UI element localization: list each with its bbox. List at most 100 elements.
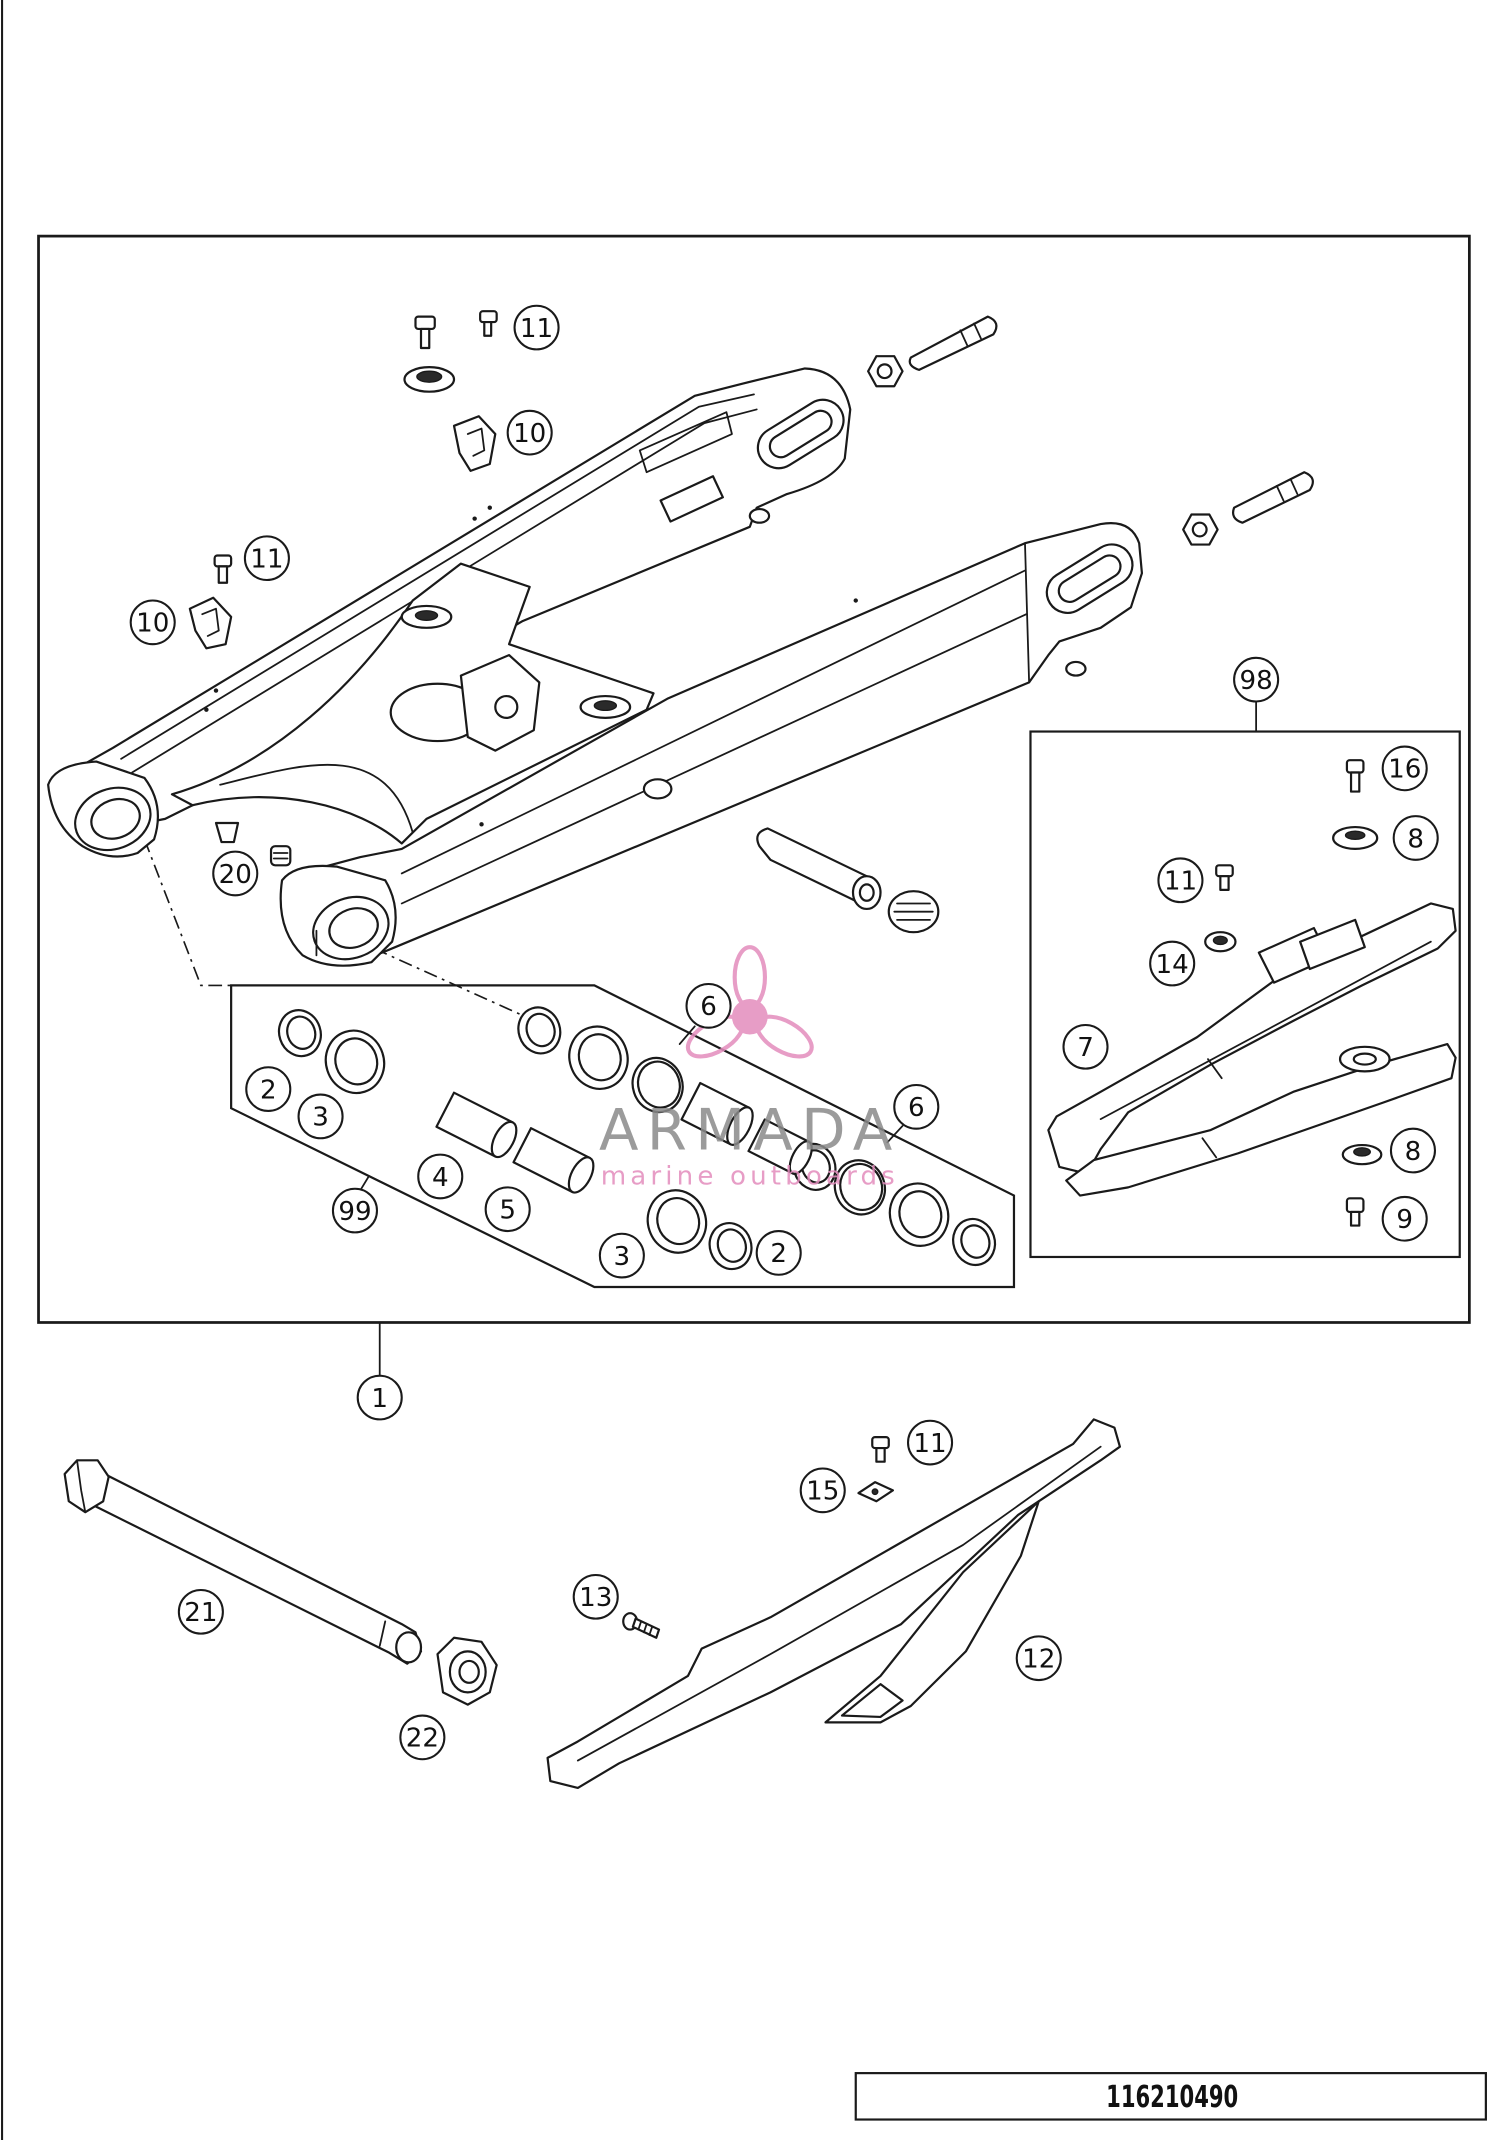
propeller-logo-icon <box>685 945 814 1059</box>
swingarm-label-plate <box>659 475 724 523</box>
callout-16: 16 <box>1381 745 1428 792</box>
callout-15: 15 <box>799 1467 846 1514</box>
callout-label: 5 <box>499 1196 516 1226</box>
adjuster-nut-far <box>867 355 904 388</box>
pivot-sleeve <box>756 827 882 911</box>
plug-1 <box>214 821 240 844</box>
screw-left <box>213 554 233 584</box>
callout-circle <box>685 982 732 1029</box>
callout-9: 9 <box>1381 1195 1428 1242</box>
callout-circle <box>177 1588 224 1635</box>
callout-circle <box>1062 1023 1109 1070</box>
callout-98: 98 <box>1233 656 1280 703</box>
callout-circle <box>1157 857 1204 904</box>
callout-circle <box>513 304 560 351</box>
washer-kit-lower <box>1341 1143 1383 1166</box>
axle-nut <box>436 1636 498 1706</box>
callout-label: 7 <box>1077 1033 1094 1063</box>
callout-circle <box>598 1232 645 1279</box>
callout-11: 11 <box>243 535 290 582</box>
callout-label: 12 <box>1022 1645 1055 1675</box>
bushing-sleeve-1 <box>435 1091 518 1159</box>
callout-1: 1 <box>356 1374 403 1421</box>
callout-label: 8 <box>1407 824 1424 854</box>
callout-circle <box>1015 1635 1062 1682</box>
armada-watermark: ARMADA marine outboards <box>599 945 899 1192</box>
callout-3: 3 <box>598 1232 645 1279</box>
callout-label: 11 <box>913 1429 946 1459</box>
callout-label: 10 <box>513 419 546 449</box>
swingarm <box>47 367 1144 967</box>
callout-label: 11 <box>1164 867 1197 897</box>
adjuster-nut-near <box>1182 513 1219 546</box>
callout-label: 14 <box>1156 950 1189 980</box>
callout-circle <box>212 850 259 897</box>
callout-8: 8 <box>1392 815 1439 861</box>
assembly-frame <box>37 234 1471 1324</box>
callout-10: 10 <box>129 599 176 646</box>
watermark-tagline: marine outboards <box>601 1162 899 1192</box>
screw-kit-16 <box>1345 759 1365 793</box>
callout-label: 11 <box>250 545 283 575</box>
bearing-kit-leader <box>359 1175 370 1191</box>
screw-top-1 <box>414 315 436 350</box>
callout-22: 22 <box>399 1714 446 1761</box>
callout-5: 5 <box>484 1186 531 1233</box>
swingarm-pivot-far <box>47 760 160 858</box>
callout-label: 3 <box>312 1103 329 1133</box>
swingarm-pivot-axle <box>63 1459 423 1665</box>
screw-kit-9 <box>1345 1197 1365 1227</box>
swingarm-pivot-near <box>279 864 397 967</box>
callout-6: 6 <box>685 982 732 1029</box>
callout-label: 8 <box>1405 1137 1422 1167</box>
pivot-axis-line-right <box>373 947 526 1018</box>
callout-7: 7 <box>1062 1023 1109 1070</box>
callout-label: 4 <box>432 1163 449 1193</box>
swingarm-side-hole <box>642 778 673 800</box>
callout-circle <box>1381 1195 1428 1242</box>
callout-10: 10 <box>506 409 553 456</box>
washer-leader-2 <box>886 1125 904 1144</box>
callout-label: 9 <box>1396 1205 1413 1235</box>
callout-label: 6 <box>908 1093 925 1123</box>
callout-14: 14 <box>1149 940 1196 987</box>
callout-circle <box>1389 1127 1436 1174</box>
callout-circle <box>1233 656 1280 703</box>
washer-leader-1 <box>678 1025 696 1045</box>
callout-label: 1 <box>371 1384 388 1414</box>
callout-label: 16 <box>1388 755 1421 785</box>
part-number: 116210490 <box>1106 2080 1238 2115</box>
plug-2 <box>269 845 292 867</box>
callout-label: 13 <box>579 1583 612 1613</box>
callout-label: 21 <box>184 1598 217 1628</box>
swingarm-far-axle-slot <box>756 398 845 470</box>
callout-circle <box>1381 745 1428 792</box>
callout-label: 98 <box>1239 666 1272 696</box>
callout-4: 4 <box>417 1153 464 1200</box>
callout-circle <box>399 1714 446 1761</box>
bushing-sleeve-2 <box>512 1127 595 1194</box>
pivot-plug-cap <box>887 890 940 934</box>
callout-13: 13 <box>572 1573 619 1620</box>
callout-circle <box>331 1187 379 1234</box>
bearing-ring <box>517 1006 562 1055</box>
bushing-sleeve-4 <box>747 1118 813 1175</box>
callout-circle <box>417 1153 464 1200</box>
screw-top-2 <box>479 310 498 337</box>
callout-circle <box>297 1093 344 1140</box>
callout-12: 12 <box>1015 1635 1062 1682</box>
callout-21: 21 <box>177 1588 224 1635</box>
callout-2: 2 <box>755 1230 802 1276</box>
callout-11: 11 <box>1157 857 1204 904</box>
bearing-ring <box>324 1029 386 1095</box>
callout-20: 20 <box>212 850 259 897</box>
mount-cap-left <box>400 604 453 629</box>
callout-circle <box>572 1573 619 1620</box>
callout-label: 22 <box>406 1724 439 1754</box>
washer-cap-top <box>403 366 456 393</box>
adjuster-pin-near <box>1231 471 1314 524</box>
callout-11: 11 <box>907 1419 954 1466</box>
chain-slider-kit-frame <box>1029 730 1461 1259</box>
